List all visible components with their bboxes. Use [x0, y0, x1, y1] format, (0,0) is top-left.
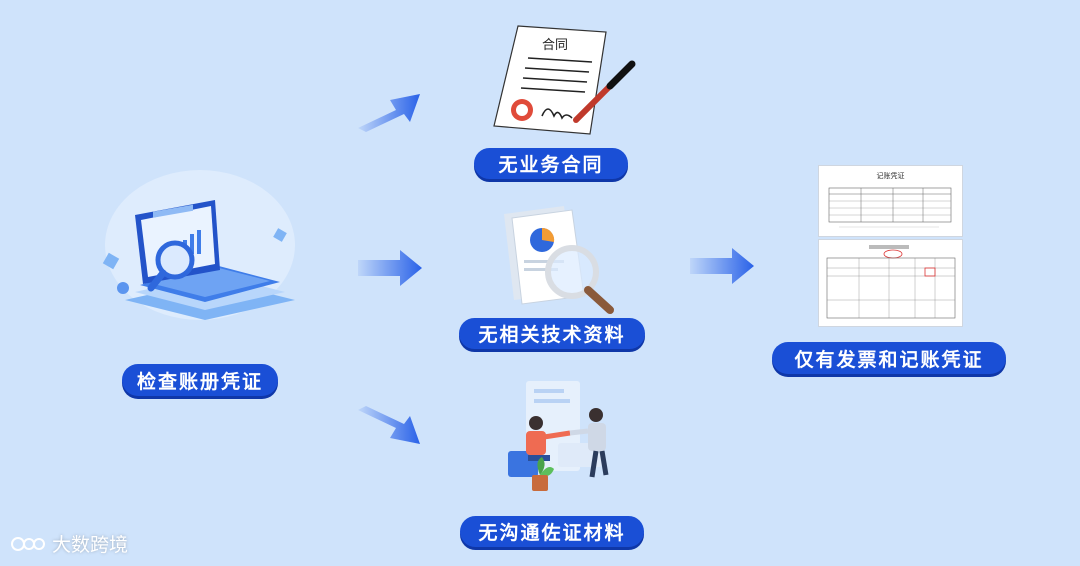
laptop-magnifier-icon	[95, 160, 305, 330]
branch-label-pill-communication: 无沟通佐证材料	[460, 516, 644, 547]
arrow-right-icon	[358, 248, 424, 288]
brand-name: 大数跨境	[52, 534, 129, 556]
report-magnifier-icon	[492, 202, 622, 317]
voucher-document: 记账凭证	[818, 165, 963, 237]
branch-label-pill-contract: 无业务合同	[474, 148, 628, 179]
source-label-pill: 检查账册凭证	[122, 364, 278, 396]
contract-document-icon: 合同	[490, 22, 640, 137]
voucher-title: 记账凭证	[876, 172, 905, 180]
brand-logo-icon	[11, 536, 45, 551]
brand-watermark: 大数跨境	[10, 530, 128, 557]
people-handshake-icon	[500, 375, 625, 510]
arrow-up-right-icon	[358, 88, 424, 134]
invoice-document	[818, 239, 963, 327]
branch-label-pill-technical: 无相关技术资料	[459, 318, 645, 349]
arrow-down-right-icon	[358, 404, 424, 450]
arrow-right-result-icon	[690, 246, 756, 286]
result-label-pill: 仅有发票和记账凭证	[772, 342, 1006, 374]
contract-icon-text: 合同	[542, 38, 569, 53]
